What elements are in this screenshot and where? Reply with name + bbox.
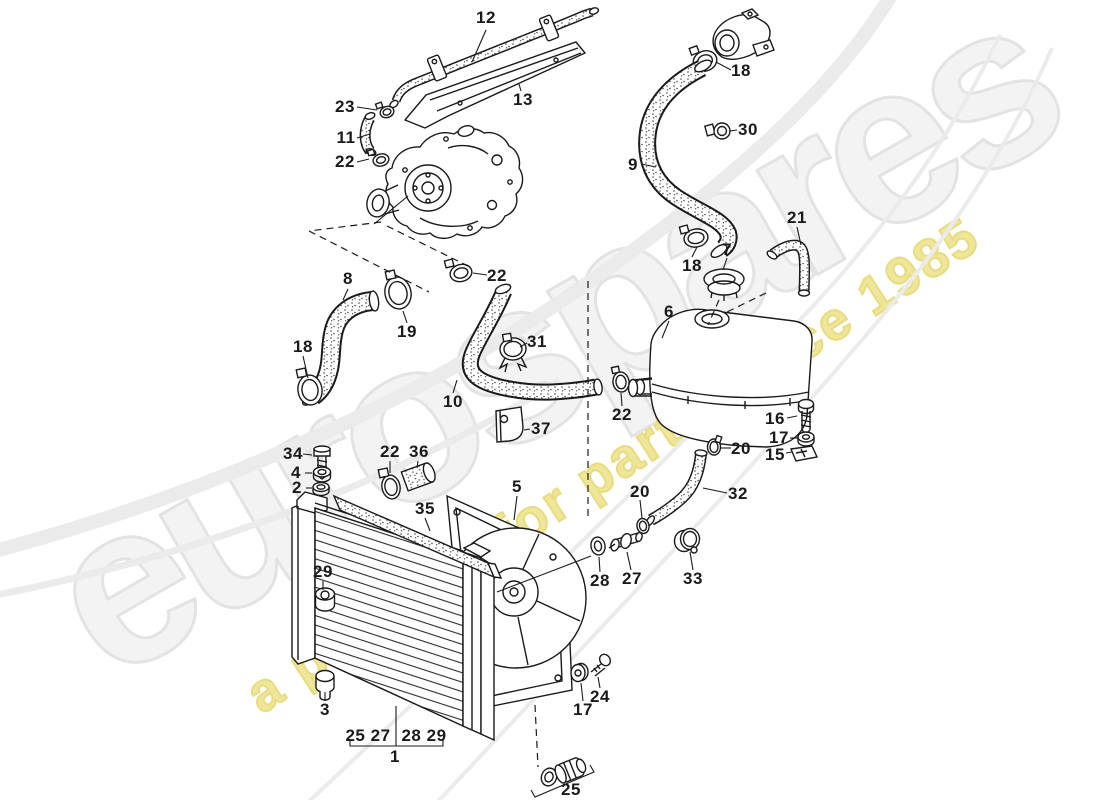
fan-screw-drawing (570, 653, 612, 683)
part-callout-18-a: 18 (731, 61, 751, 80)
part-callout-10: 10 (443, 392, 463, 411)
part-callout-7: 7 (722, 240, 732, 259)
part-callout-22-b: 22 (487, 266, 507, 285)
foam-strip-drawing (332, 494, 503, 579)
part-callout-27: 27 (622, 569, 642, 588)
part-callout-31: 31 (527, 332, 547, 351)
part-callout-28: 28 (590, 571, 610, 590)
plug-30-drawing (703, 122, 731, 140)
part-callout-35: 35 (415, 499, 435, 518)
hose-11-drawing (359, 101, 395, 167)
part-callout-28-29: 28 29 (401, 726, 447, 745)
part-callout-3: 3 (320, 700, 330, 719)
part-callout-20-a: 20 (731, 439, 751, 458)
part-callout-18-c: 18 (293, 337, 313, 356)
part-callout-22-c: 22 (612, 405, 632, 424)
part-callout-25-27: 25 27 (345, 726, 391, 745)
callout-leader-lines (302, 29, 802, 798)
part-callout-22-a: 22 (335, 152, 355, 171)
hose-32-drawing (590, 434, 723, 556)
part-callout-30: 30 (738, 120, 758, 139)
drain-plug-drawing (540, 757, 587, 787)
part-callout-11: 11 (336, 128, 356, 147)
part-callout-9: 9 (628, 155, 638, 174)
part-callout-6: 6 (664, 302, 674, 321)
part-callout-32: 32 (728, 484, 748, 503)
part-callout-16: 16 (765, 409, 785, 428)
part-callout-17-a: 17 (769, 428, 789, 447)
part-callout-23: 23 (335, 97, 355, 116)
radiator-hardware-drawing (312, 445, 436, 500)
part-callout-2: 2 (292, 478, 302, 497)
part-callout-25: 25 (561, 780, 581, 799)
assembly-dashed-lines (308, 221, 767, 768)
radiator-cap-drawing (703, 268, 745, 301)
expansion-tank-drawing (634, 308, 813, 448)
part-callout-34: 34 (283, 444, 303, 463)
part-callout-21: 21 (787, 208, 807, 227)
part-callout-4: 4 (291, 463, 301, 482)
hose-9-drawing (638, 59, 738, 259)
radiator-drawing (291, 491, 495, 742)
hose-21-drawing (766, 239, 811, 297)
part-callout-29: 29 (313, 562, 333, 581)
part-callout-24: 24 (590, 687, 610, 706)
part-callout-15: 15 (765, 445, 785, 464)
part-callout-5: 5 (512, 477, 522, 496)
part-callout-17-b: 17 (573, 700, 593, 719)
part-callout-13: 13 (513, 90, 533, 109)
water-pump-drawing (366, 125, 524, 240)
heat-shield-drawing (403, 41, 587, 129)
water-pipe-drawing (389, 7, 600, 109)
part-callout-36: 36 (409, 442, 429, 461)
hose-8-drawing (295, 269, 412, 406)
tank-hardware-drawing (790, 398, 819, 462)
part-callout-37: 37 (531, 419, 551, 438)
part-callout-12: 12 (476, 8, 496, 27)
part-callout-33: 33 (683, 569, 703, 588)
part-callout-22-d: 22 (380, 442, 400, 461)
part-callout-1: 1 (390, 747, 400, 766)
part-callout-20-b: 20 (630, 482, 650, 501)
part-callout-19: 19 (397, 322, 417, 341)
part-callout-8: 8 (343, 269, 353, 288)
hose-10-drawing (443, 258, 653, 443)
part-callout-18-b: 18 (682, 256, 702, 275)
